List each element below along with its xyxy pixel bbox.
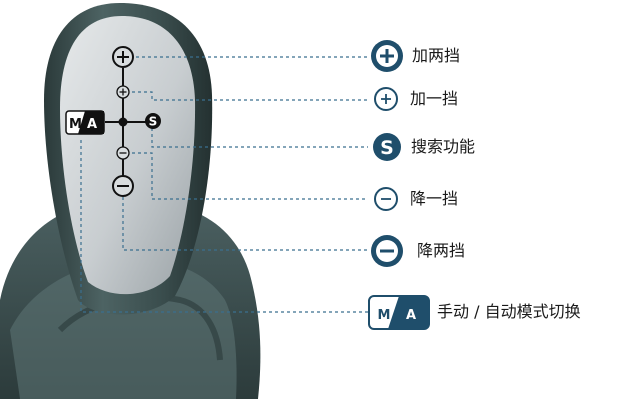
label-mode-switch: 手动 / 自动模式切换 bbox=[437, 302, 581, 321]
legend-minus-one-icon bbox=[374, 187, 398, 211]
label-minus-one: 降一挡 bbox=[410, 189, 459, 208]
knob-plus-one-icon bbox=[116, 85, 130, 99]
label-plus-one: 加一挡 bbox=[410, 89, 459, 108]
legend-search-icon: S bbox=[373, 133, 401, 161]
knob-minus-one-icon bbox=[116, 146, 130, 160]
knob-mode-letter-a: A bbox=[87, 117, 97, 132]
knob-mode-switch-icon: M A bbox=[65, 110, 105, 135]
leader-minus-one bbox=[132, 152, 368, 200]
leader-search bbox=[151, 122, 368, 148]
label-plus-two: 加两挡 bbox=[412, 46, 461, 65]
lever-base-fold bbox=[57, 294, 223, 361]
lever-base-highlight bbox=[10, 259, 237, 399]
legend-mode-letter-a: A bbox=[406, 308, 416, 323]
legend-mode-letter-m: M bbox=[378, 308, 391, 323]
knob-mode-letter-m: M bbox=[69, 117, 82, 132]
label-search: 搜索功能 bbox=[411, 137, 476, 156]
label-minus-two: 降两挡 bbox=[417, 241, 466, 260]
legend-mode-switch-icon: M A bbox=[368, 295, 430, 330]
legend-plus-one-icon bbox=[374, 87, 398, 111]
gear-center-dot bbox=[118, 117, 128, 127]
leader-plus-one bbox=[132, 91, 368, 101]
knob-search-letter: S bbox=[149, 115, 158, 129]
knob-plus-two-icon bbox=[112, 46, 134, 68]
legend-minus-two-icon bbox=[371, 235, 403, 267]
leader-minus-two bbox=[122, 197, 368, 251]
knob-search-icon: S bbox=[145, 113, 161, 129]
legend-plus-two-icon bbox=[371, 40, 403, 72]
leader-lines bbox=[80, 56, 368, 313]
legend-search-letter: S bbox=[380, 137, 394, 159]
knob-minus-two-icon bbox=[112, 175, 134, 197]
